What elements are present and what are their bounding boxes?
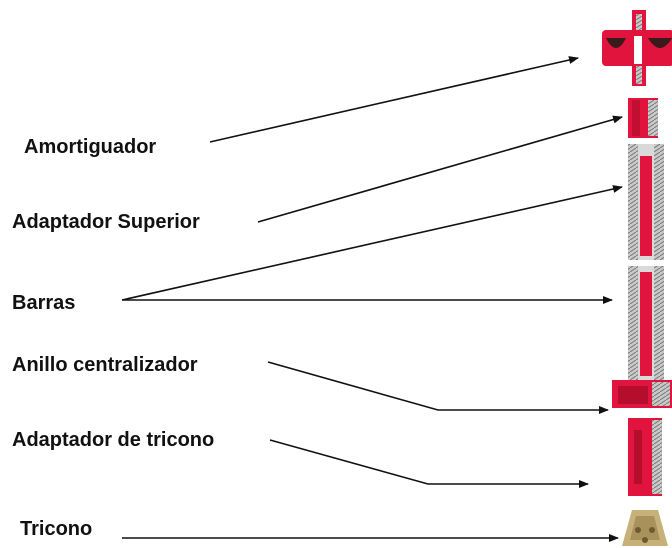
arrow-barras-upper	[121, 185, 623, 301]
label-anillo-centralizador: Anillo centralizador	[12, 354, 198, 376]
part-barra-upper	[628, 144, 664, 260]
part-anillo-centralizador	[612, 380, 672, 408]
label-barras: Barras	[12, 292, 76, 314]
arrow-amortiguador	[209, 56, 579, 143]
arrow-adaptador-de-tricono	[269, 439, 589, 488]
part-adaptador-superior	[628, 98, 658, 138]
arrow-adaptador-superior	[257, 115, 623, 223]
part-tricono	[622, 510, 668, 546]
part-barra-lower	[628, 266, 664, 380]
label-adaptador-de-tricono: Adaptador de tricono	[12, 429, 215, 451]
arrow-anillo-centralizador	[267, 361, 609, 414]
part-amortiguador	[602, 10, 672, 86]
label-amortiguador: Amortiguador	[24, 136, 157, 158]
label-tricono: Tricono	[20, 518, 93, 540]
label-adaptador-superior: Adaptador Superior	[12, 211, 200, 233]
part-adaptador-de-tricono	[628, 418, 662, 496]
